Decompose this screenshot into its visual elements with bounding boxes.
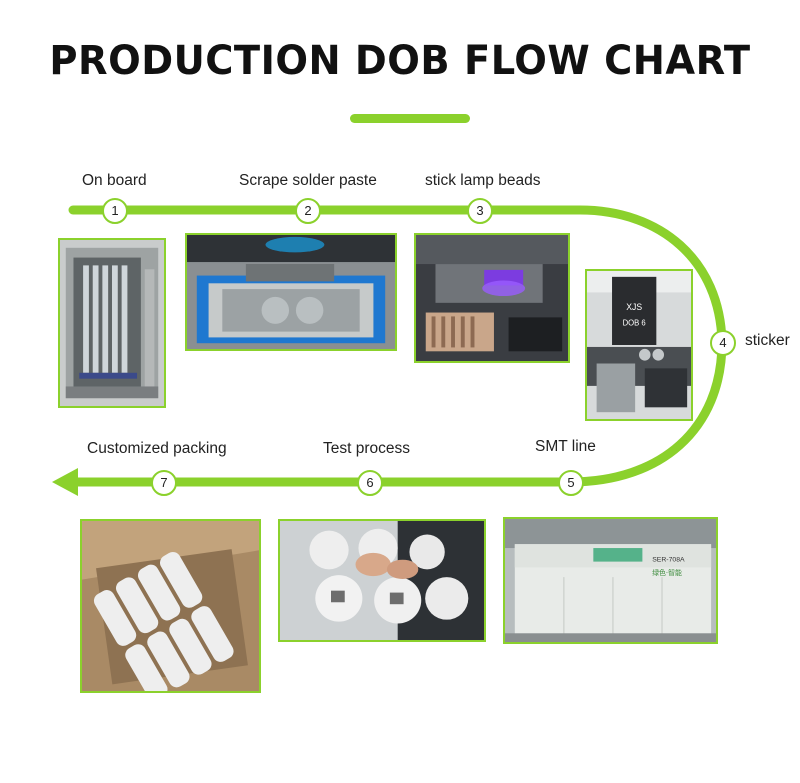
photo-scrape-solder-paste bbox=[185, 233, 397, 351]
photo-customized-packing bbox=[80, 519, 261, 693]
smt-machine-slogan: 绿色·智能 bbox=[652, 568, 682, 577]
sticker-machine-model: DOB 6 bbox=[623, 318, 646, 327]
flow-arrowhead bbox=[52, 468, 78, 496]
step-number-2: 2 bbox=[295, 198, 321, 224]
step-label-scrape-solder-paste: Scrape solder paste bbox=[239, 172, 377, 189]
step-label-test-process: Test process bbox=[323, 440, 411, 457]
step-number-5: 5 bbox=[558, 470, 584, 496]
step-label-sticker: sticker bbox=[745, 332, 790, 349]
photo-test-process bbox=[278, 519, 486, 642]
step-number-6: 6 bbox=[357, 470, 383, 496]
step-number-3: 3 bbox=[467, 198, 493, 224]
step-number-7: 7 bbox=[151, 470, 177, 496]
title-underline bbox=[350, 114, 470, 123]
photo-sticker: XJS DOB 6 bbox=[585, 269, 693, 421]
step-label-customized-packing: Customized packing bbox=[87, 440, 227, 457]
sticker-machine-brand: XJS bbox=[626, 302, 642, 312]
photo-stick-lamp-beads bbox=[414, 233, 570, 363]
step-number-1: 1 bbox=[102, 198, 128, 224]
step-label-stick-lamp-beads: stick lamp beads bbox=[425, 172, 541, 189]
photo-on-board bbox=[58, 238, 166, 408]
photo-smt-line: SER-708A 绿色·智能 bbox=[503, 517, 718, 644]
page-title: PRODUCTION DOB FLOW CHART bbox=[49, 38, 751, 84]
step-number-4: 4 bbox=[710, 330, 736, 356]
smt-machine-model: SER-708A bbox=[652, 557, 685, 564]
step-label-on-board: On board bbox=[82, 172, 147, 189]
step-label-smt-line: SMT line bbox=[535, 438, 596, 455]
